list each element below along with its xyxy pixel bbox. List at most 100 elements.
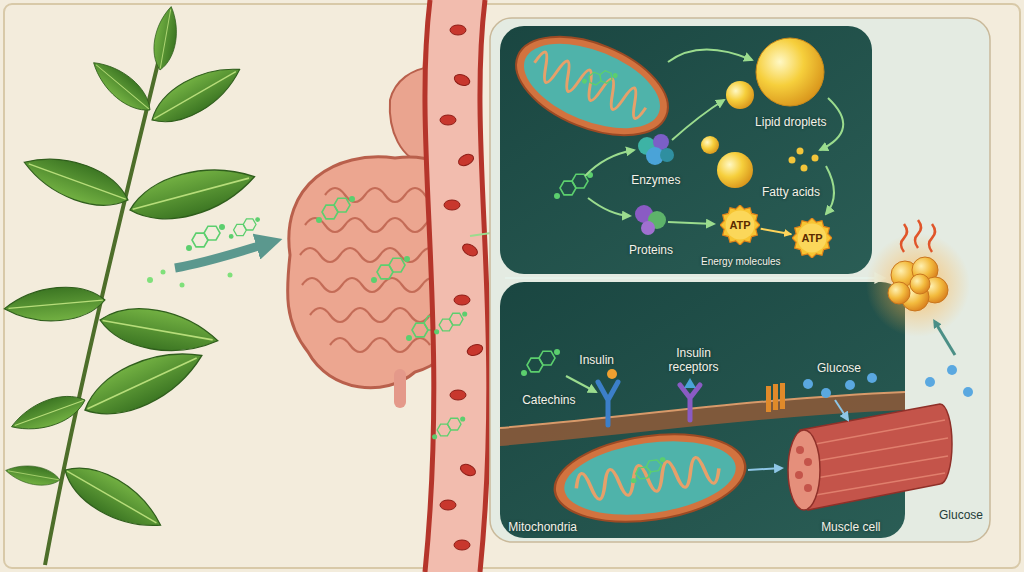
fat-cell bbox=[888, 257, 948, 311]
intestines bbox=[394, 375, 406, 402]
muscle-cell bbox=[795, 471, 803, 479]
cell-panels bbox=[490, 18, 990, 542]
intestines bbox=[317, 197, 354, 222]
lipid-droplets bbox=[701, 136, 719, 154]
lipid-droplets bbox=[812, 155, 819, 162]
insulin-receptors bbox=[684, 378, 696, 388]
fat-cell bbox=[866, 220, 970, 337]
blood-vessel bbox=[435, 312, 467, 334]
atp-badge: ATP bbox=[720, 205, 760, 245]
muscle-cell bbox=[788, 404, 952, 510]
blood-vessel bbox=[425, 0, 489, 572]
pathway-arrows bbox=[668, 49, 752, 62]
muscle-cell bbox=[788, 430, 820, 510]
blood-vessel bbox=[450, 390, 466, 400]
part-label: Catechins bbox=[521, 393, 576, 407]
pathway-arrows bbox=[585, 150, 634, 176]
tea-plant bbox=[76, 337, 210, 429]
muscle-cell bbox=[810, 438, 948, 462]
glucose bbox=[947, 365, 957, 375]
lipid-droplets bbox=[726, 81, 754, 109]
enzymes bbox=[638, 134, 674, 165]
blood-vessel bbox=[480, 0, 489, 572]
fat-cell bbox=[901, 220, 935, 252]
flow-arrows bbox=[835, 400, 848, 420]
tea-plant bbox=[3, 5, 260, 565]
flow-arrows bbox=[935, 322, 955, 355]
intestines bbox=[310, 308, 450, 322]
atp-burst bbox=[726, 211, 755, 240]
proteins bbox=[635, 205, 666, 235]
part-label: Lipid droplets bbox=[754, 115, 827, 129]
flow-arrows bbox=[566, 322, 955, 470]
lipid-droplets bbox=[801, 165, 808, 172]
pathway-arrows bbox=[668, 222, 714, 224]
lipid-droplets bbox=[797, 148, 804, 155]
intestines bbox=[372, 257, 409, 282]
mitochondrion bbox=[512, 27, 672, 146]
fat-cell bbox=[929, 224, 935, 252]
atp-burst bbox=[792, 218, 832, 258]
part-label: Enzymes bbox=[630, 173, 681, 187]
atp-text: ATP bbox=[801, 232, 822, 244]
mitochondrion bbox=[502, 17, 682, 155]
fat-cell bbox=[888, 282, 910, 304]
pathway-arrows bbox=[585, 49, 843, 224]
insulin-receptors bbox=[780, 383, 785, 409]
tea-plant bbox=[150, 5, 182, 72]
muscle-cell bbox=[810, 473, 945, 496]
tea-plant bbox=[7, 388, 89, 439]
part-label: Fatty acids bbox=[761, 185, 821, 199]
insulin-receptors bbox=[598, 369, 785, 425]
lipid-droplets bbox=[789, 148, 819, 172]
fat-cell bbox=[915, 220, 921, 248]
glucose bbox=[925, 377, 935, 387]
muscle-cell bbox=[810, 420, 945, 445]
atp-burst bbox=[720, 205, 760, 245]
catechin-molecule bbox=[522, 350, 559, 375]
tea-plant bbox=[18, 145, 134, 217]
glucose bbox=[821, 388, 831, 398]
atp-burst bbox=[798, 224, 827, 253]
mitochondrion bbox=[560, 431, 741, 524]
pathway-arrows bbox=[588, 198, 630, 216]
blood-vessel bbox=[454, 295, 470, 305]
catechin-stream bbox=[228, 273, 233, 278]
flow-arrows bbox=[566, 376, 596, 392]
atp-badge: ATP bbox=[792, 218, 832, 258]
muscle-cell bbox=[804, 484, 812, 492]
blood-vessel bbox=[433, 417, 465, 439]
glucose bbox=[803, 379, 813, 389]
catechin-stream bbox=[187, 225, 224, 250]
fat-cell bbox=[910, 274, 930, 294]
blood-vessel bbox=[453, 73, 471, 88]
mitochondrion bbox=[582, 63, 617, 93]
atp-text: ATP bbox=[729, 219, 750, 231]
muscle-cell bbox=[800, 404, 952, 510]
flow-arrows bbox=[748, 468, 782, 470]
insulin-receptors bbox=[598, 382, 618, 425]
mitochondrion bbox=[502, 17, 682, 155]
frame bbox=[4, 4, 1020, 568]
insulin-receptors bbox=[680, 385, 700, 420]
insulin-receptors bbox=[766, 383, 785, 412]
part-label: Insulin bbox=[579, 353, 615, 367]
part-label: Insulin receptors bbox=[657, 346, 730, 375]
muscle-cell bbox=[795, 446, 812, 492]
lipid-droplets bbox=[717, 152, 753, 188]
lipid-droplets bbox=[789, 157, 796, 164]
catechin-stream bbox=[147, 218, 272, 288]
pathway-arrows bbox=[826, 166, 834, 214]
blood-vessel bbox=[461, 242, 480, 259]
blood-vessel bbox=[450, 25, 466, 35]
catechin-stream bbox=[229, 218, 259, 238]
tea-plant bbox=[3, 284, 107, 326]
lipid-droplets bbox=[701, 38, 824, 188]
glucose bbox=[867, 373, 877, 383]
pathway-arrows bbox=[672, 100, 724, 140]
blood-vessel bbox=[440, 500, 456, 510]
tea-plant bbox=[144, 55, 248, 134]
mitochondrion bbox=[529, 50, 651, 121]
